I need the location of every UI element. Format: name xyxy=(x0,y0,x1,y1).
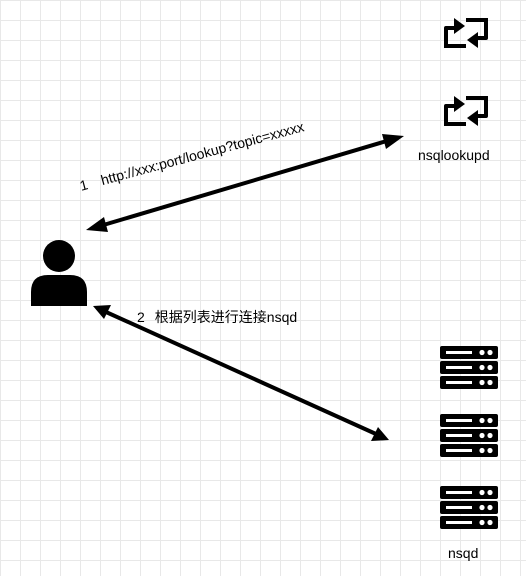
nsqd-server-icon-3 xyxy=(440,486,498,529)
step-2-number: 2 xyxy=(137,309,145,325)
connect-arrow xyxy=(93,305,389,441)
lookupd-retweet-icon-1 xyxy=(444,18,488,48)
nsqlookupd-label: nsqlookupd xyxy=(418,147,490,163)
nsqd-server-icon-2 xyxy=(440,414,498,457)
nsqd-label: nsqd xyxy=(448,545,479,561)
step-2-text: 根据列表进行连接nsqd xyxy=(154,309,298,325)
nsqd-server-icon-1 xyxy=(440,346,498,389)
lookupd-retweet-icon-2 xyxy=(444,96,488,126)
client-user-icon xyxy=(31,240,87,306)
lookup-arrow xyxy=(86,134,404,232)
step-2-label: 2 根据列表进行连接nsqd xyxy=(137,307,297,327)
